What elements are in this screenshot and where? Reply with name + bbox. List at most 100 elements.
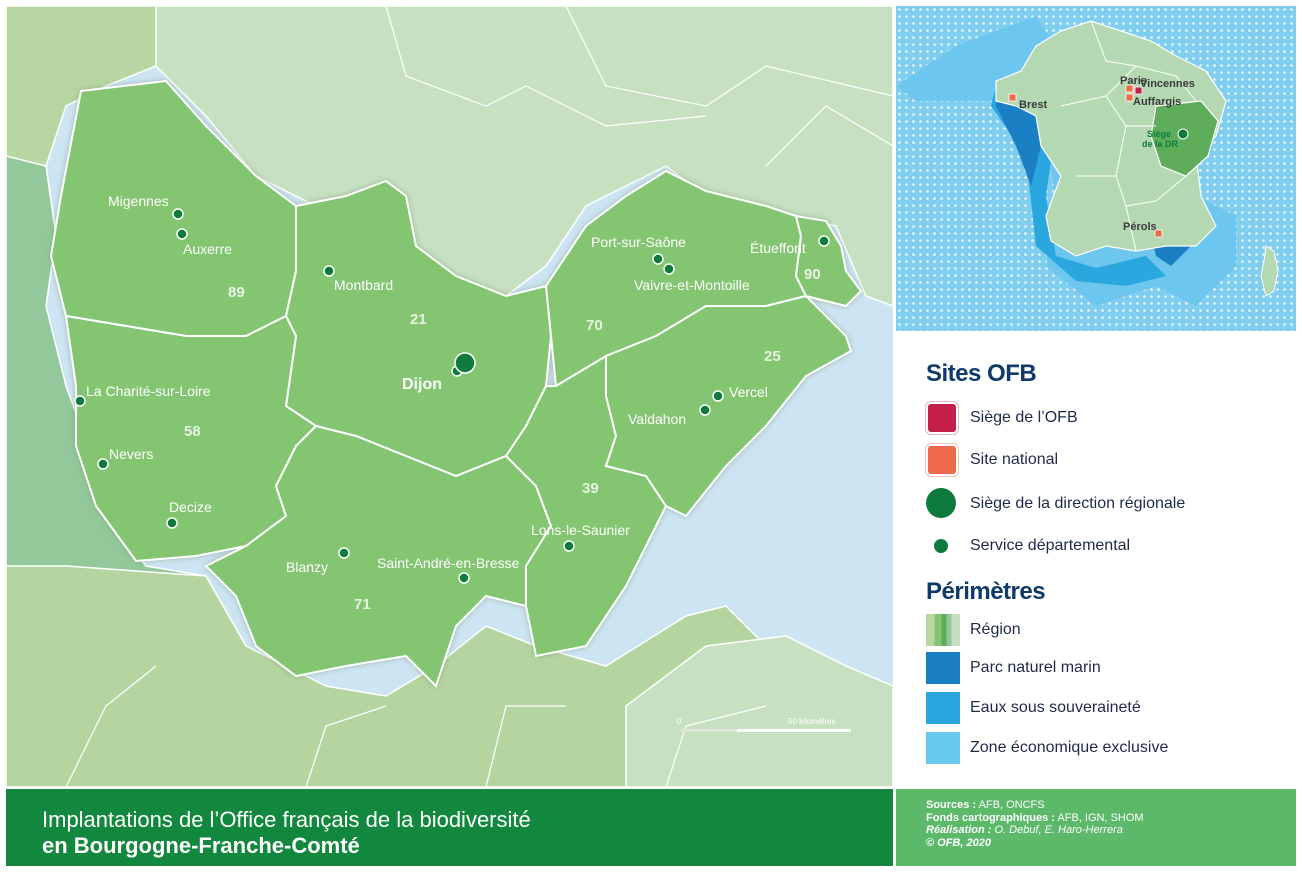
legend-label-region: Région bbox=[970, 621, 1021, 638]
dept-label-58: 58 bbox=[184, 423, 201, 440]
title-banner: Implantations de l’Office français de la… bbox=[6, 789, 893, 866]
inset-marker-siege-dr[interactable] bbox=[1177, 128, 1189, 140]
inset-france bbox=[995, 20, 1227, 257]
marker-etueffont[interactable] bbox=[818, 235, 830, 247]
credits-text: Sources : AFB, ONCFS Fonds cartographiqu… bbox=[926, 799, 1144, 849]
town-label-migennes: Migennes bbox=[108, 193, 169, 209]
regional-map: 89 21 70 90 58 71 39 25 bbox=[6, 6, 893, 787]
legend-label-zee: Zone économique exclusive bbox=[970, 739, 1169, 756]
scale-bar-line bbox=[681, 729, 851, 732]
marker-nevers[interactable] bbox=[97, 458, 109, 470]
legend-label-siege-ofb: Siège de l’OFB bbox=[970, 409, 1078, 426]
town-label-vaivre: Vaivre-et-Montoille bbox=[634, 277, 750, 293]
scale-bar-segment bbox=[681, 729, 737, 732]
legend-label-parc-marin: Parc naturel marin bbox=[970, 659, 1101, 676]
dept-25 bbox=[604, 294, 853, 518]
town-label-valdahon: Valdahon bbox=[628, 411, 686, 427]
marker-lons[interactable] bbox=[563, 540, 575, 552]
neighbor-boundaries bbox=[65, 6, 893, 787]
inset-marker-paris[interactable] bbox=[1125, 84, 1134, 93]
town-label-vercel: Vercel bbox=[729, 384, 768, 400]
marker-saint-andre[interactable] bbox=[458, 572, 470, 584]
dept-label-70: 70 bbox=[586, 317, 603, 334]
marker-migennes[interactable] bbox=[172, 208, 184, 220]
town-label-charite: La Charité-sur-Loire bbox=[86, 383, 211, 399]
marker-valdahon[interactable] bbox=[699, 404, 711, 416]
zee-swatch bbox=[926, 732, 960, 764]
region-bfc bbox=[49, 79, 863, 688]
scale-end-label: 50 kilomètres bbox=[788, 717, 836, 726]
legend-title-perimetres: Périmètres bbox=[926, 578, 1046, 605]
dept-label-89: 89 bbox=[228, 284, 245, 301]
realisation-label: Réalisation : bbox=[926, 824, 992, 836]
dept-label-90: 90 bbox=[804, 266, 821, 283]
region-swatch bbox=[926, 614, 960, 646]
marker-port-sur-saone[interactable] bbox=[652, 253, 664, 265]
dept-label-25: 25 bbox=[764, 348, 781, 365]
site-national-swatch bbox=[926, 444, 958, 476]
inset-label-paris: Paris bbox=[1120, 75, 1147, 87]
marker-dijon-dr[interactable] bbox=[454, 352, 476, 374]
dept-label-71: 71 bbox=[354, 596, 371, 613]
map-title-line2: en Bourgogne-Franche-Comté bbox=[42, 833, 360, 858]
inset-marker-auffargis[interactable] bbox=[1125, 93, 1134, 102]
realisation-value: O. Debuf, E. Haro-Herrera bbox=[991, 824, 1123, 836]
inset-marker-vincennes[interactable] bbox=[1134, 86, 1143, 95]
town-label-lons: Lons-le-Saunier bbox=[531, 522, 630, 538]
marker-blanzy[interactable] bbox=[338, 547, 350, 559]
marker-decize[interactable] bbox=[166, 517, 178, 529]
neighbor-region-southeast bbox=[625, 635, 893, 787]
marker-vaivre[interactable] bbox=[663, 263, 675, 275]
scale-start-label: 0 bbox=[677, 717, 682, 726]
department-labels: 89 21 70 90 58 71 39 25 bbox=[184, 266, 821, 613]
scale-bar: 0 50 kilomètres bbox=[677, 717, 851, 732]
town-label-port-sur-saone: Port-sur-Saône bbox=[591, 234, 686, 250]
town-label-decize: Decize bbox=[169, 499, 212, 515]
site-markers bbox=[74, 208, 830, 584]
legend-title-sites: Sites OFB bbox=[926, 360, 1037, 387]
credits-copyright: © OFB, 2020 bbox=[926, 837, 1144, 850]
service-dep-swatch bbox=[934, 539, 948, 553]
parc-marin-swatch bbox=[926, 652, 960, 684]
sources-label: Sources : bbox=[926, 799, 977, 811]
siege-ofb-swatch bbox=[926, 402, 958, 434]
inset-label-vincennes: Vincennes bbox=[1140, 78, 1195, 90]
inset-label-brest: Brest bbox=[1019, 99, 1047, 111]
inset-france-svg: Brest Paris Vincennes Auffargis Pérols S… bbox=[896, 6, 1296, 331]
sources-value: AFB, ONCFS bbox=[976, 799, 1045, 811]
inset-region-boundaries bbox=[1060, 20, 1197, 252]
town-label-nevers: Nevers bbox=[109, 446, 153, 462]
inset-labels: Brest Paris Vincennes Auffargis Pérols bbox=[1019, 75, 1195, 233]
siege-dr-swatch bbox=[926, 488, 956, 518]
credits-fonds: Fonds cartographiques : AFB, IGN, SHOM bbox=[926, 812, 1144, 825]
neighbor-region-north bbox=[155, 6, 893, 307]
legend-label-siege-dr: Siège de la direction régionale bbox=[970, 495, 1186, 512]
town-label-blanzy: Blanzy bbox=[286, 559, 328, 575]
marker-auxerre[interactable] bbox=[176, 228, 188, 240]
dept-90 bbox=[794, 214, 863, 308]
inset-france-map: Brest Paris Vincennes Auffargis Pérols S… bbox=[896, 6, 1296, 331]
marker-vercel[interactable] bbox=[712, 390, 724, 402]
inset-marker-brest[interactable] bbox=[1008, 93, 1017, 102]
marker-charite[interactable] bbox=[74, 395, 86, 407]
eaux-souv-swatch bbox=[926, 692, 960, 724]
legend-label-service-dep: Service départemental bbox=[970, 537, 1131, 554]
town-label-montbard: Montbard bbox=[334, 277, 393, 293]
town-label-etueffont: Étueffont bbox=[750, 240, 806, 256]
dept-label-21: 21 bbox=[410, 311, 427, 328]
inset-corsica bbox=[1260, 245, 1279, 297]
inset-siege-label: Siège de la DR bbox=[1142, 129, 1179, 149]
credits-realisation: Réalisation : O. Debuf, E. Haro-Herrera bbox=[926, 824, 1144, 837]
inset-label-siege-line1: Siège bbox=[1147, 129, 1171, 139]
fonds-value: AFB, IGN, SHOM bbox=[1054, 811, 1144, 824]
fonds-label: Fonds cartographiques : bbox=[926, 811, 1055, 824]
legend-label-eaux-souv: Eaux sous souveraineté bbox=[970, 699, 1141, 716]
credits-banner: Sources : AFB, ONCFS Fonds cartographiqu… bbox=[896, 789, 1296, 866]
credits-sources: Sources : AFB, ONCFS bbox=[926, 799, 1144, 812]
map-title-line1: Implantations de l’Office français de la… bbox=[42, 807, 531, 832]
marker-montbard[interactable] bbox=[323, 265, 335, 277]
city-label-dijon: Dijon bbox=[402, 376, 442, 393]
inset-marker-perols[interactable] bbox=[1154, 229, 1163, 238]
town-labels: Migennes Auxerre Montbard Port-sur-Saône… bbox=[86, 193, 806, 575]
town-label-saint-andre: Saint-André-en-Bresse bbox=[377, 555, 520, 571]
